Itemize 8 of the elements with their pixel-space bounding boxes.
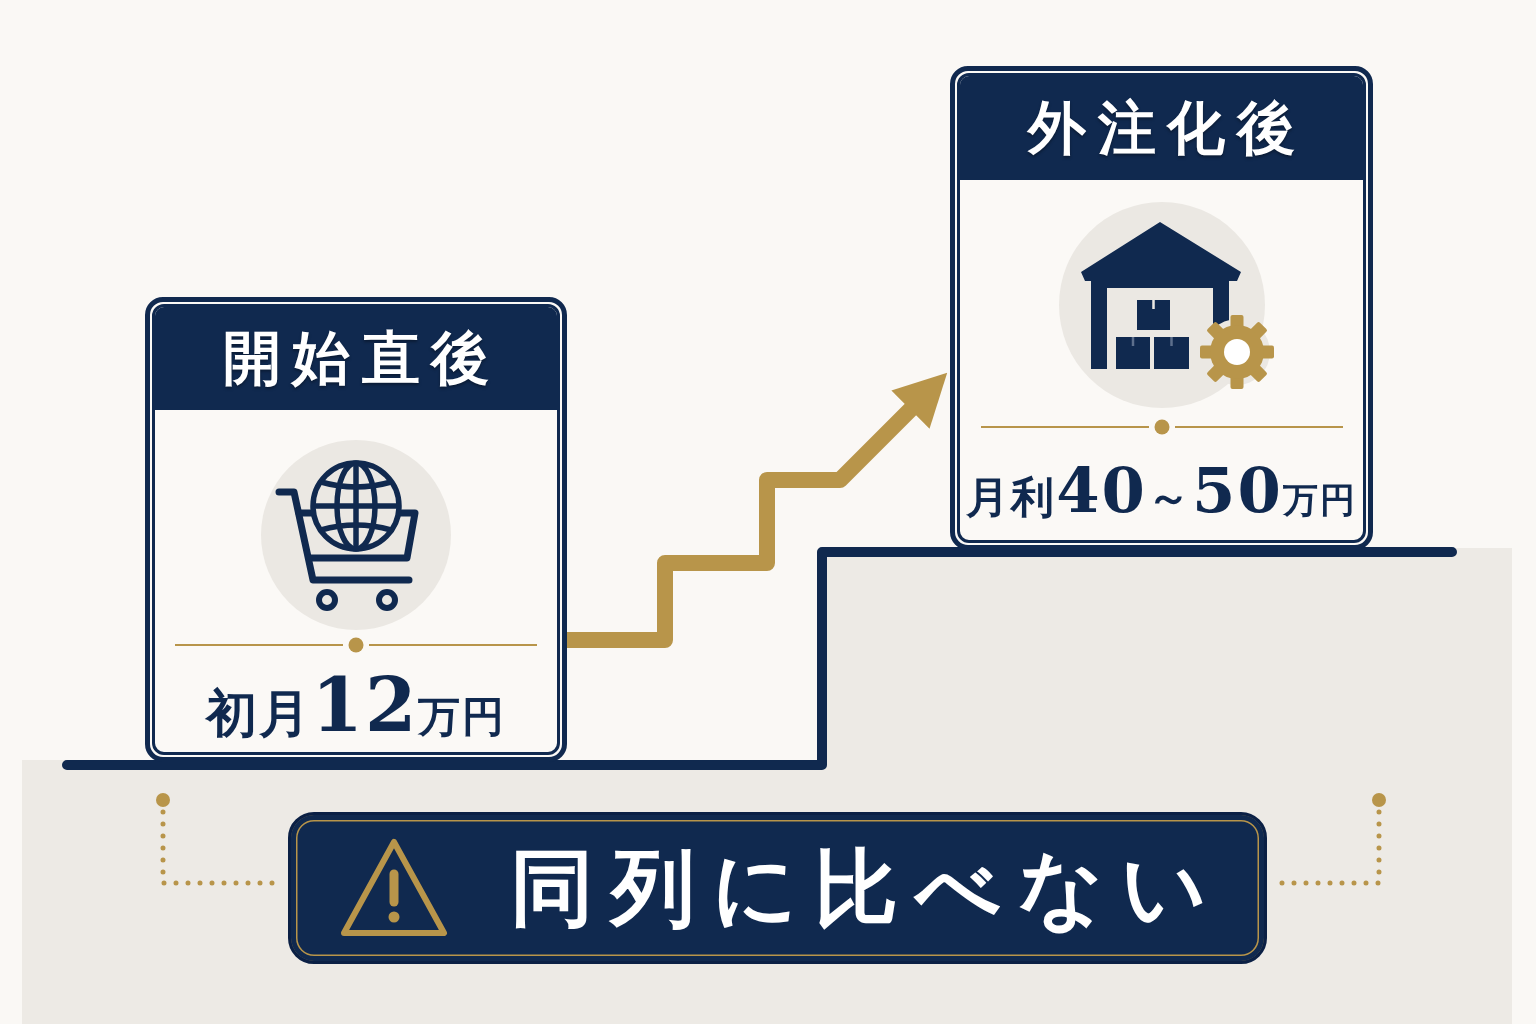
stage-title: 開始直後 bbox=[221, 325, 501, 392]
stage-card bbox=[950, 66, 1373, 550]
banner-text: 同列に比べない bbox=[510, 841, 1224, 935]
stage-title: 外注化後 bbox=[1026, 94, 1307, 162]
warning-banner bbox=[288, 812, 1267, 964]
income-value: 月利40～50万円 bbox=[966, 455, 1357, 527]
stage-card bbox=[145, 297, 567, 762]
step-arrow bbox=[567, 372, 948, 648]
